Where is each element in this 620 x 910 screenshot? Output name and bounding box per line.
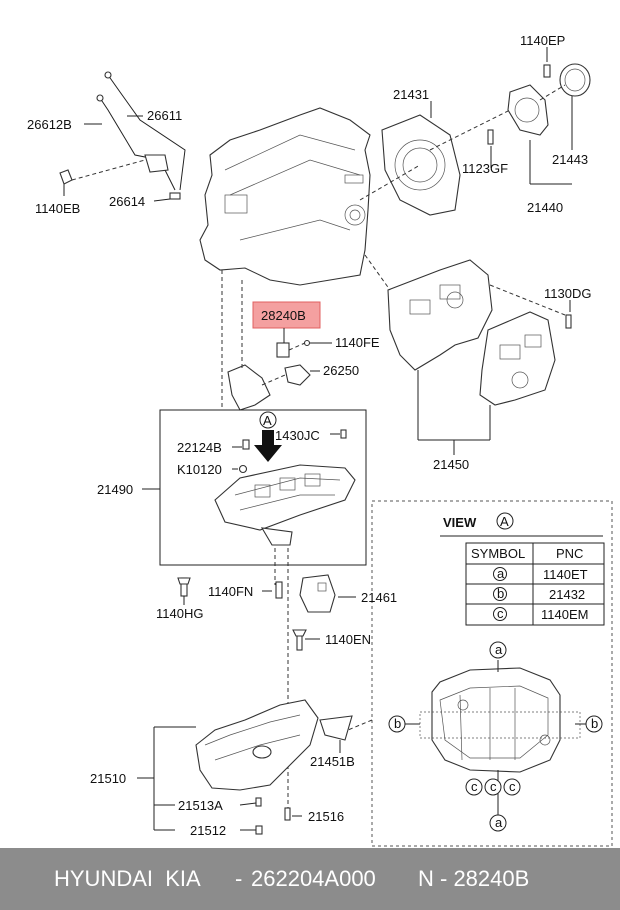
label-1140EP: 1140EP — [520, 33, 565, 48]
baffle-box — [159, 409, 367, 566]
oil-pump-pickup — [227, 339, 311, 411]
label-28240B: 28240B — [261, 308, 306, 323]
footer-bar: HYUNDAI KIA - 262204A000 N - 28240B — [0, 848, 620, 910]
footer-part-number: 262204A000 — [251, 866, 376, 891]
highlight-28240B — [252, 301, 321, 329]
label-1130DG: 1130DG — [544, 286, 591, 301]
callout-left-b: b — [394, 716, 401, 731]
fasteners-mid — [177, 574, 336, 651]
label-22124B: 22124B — [177, 440, 222, 455]
label-21443: 21443 — [552, 152, 588, 167]
view-title: VIEW — [443, 515, 477, 530]
callout-right-b: b — [591, 716, 598, 731]
label-21513A: 21513A — [178, 798, 223, 813]
oil-pan — [195, 699, 353, 835]
label-21440: 21440 — [527, 200, 563, 215]
table-pnc-1140ET: 1140ET — [543, 567, 588, 582]
view-a-table — [440, 512, 605, 626]
callout-c2: c — [490, 779, 497, 794]
view-direction-arrow — [254, 430, 282, 462]
footer-brand: HYUNDAI KIA — [54, 866, 201, 891]
table-symbol-a: a — [497, 566, 505, 581]
ladder-frame — [364, 254, 572, 406]
label-1140HG: 1140HG — [156, 606, 203, 621]
rear-oil-seal-assembly — [359, 63, 591, 216]
label-21510: 21510 — [90, 771, 126, 786]
label-21450: 21450 — [433, 457, 469, 472]
table-header-symbol: SYMBOL — [471, 546, 525, 561]
label-K10120: K10120 — [177, 462, 222, 477]
view-a-baffle-drawing — [419, 667, 581, 773]
label-26611: 26611 — [147, 108, 182, 123]
label-26614: 26614 — [109, 194, 145, 209]
table-header-pnc: PNC — [556, 546, 583, 561]
label-21516: 21516 — [308, 809, 344, 824]
table-symbol-b: b — [497, 586, 504, 601]
callout-top-a: a — [495, 642, 503, 657]
label-1140FN: 1140FN — [208, 584, 253, 599]
table-symbol-c: c — [497, 606, 504, 621]
view-a-box — [371, 500, 613, 847]
callout-c3: c — [509, 779, 516, 794]
table-pnc-1140EM: 1140EM — [541, 607, 588, 622]
engine-block — [199, 107, 371, 286]
label-21451B: 21451B — [310, 754, 355, 769]
footer-pnc: N - 28240B — [418, 866, 530, 891]
label-21490: 21490 — [97, 482, 133, 497]
view-a-callouts — [388, 641, 603, 832]
label-1430JC: 1430JC — [275, 428, 320, 443]
label-view-a: A — [263, 413, 272, 428]
callout-bottom-a: a — [495, 815, 503, 830]
label-1140FE: 1140FE — [335, 335, 380, 350]
table-pnc-21432: 21432 — [549, 587, 585, 602]
label-21431: 21431 — [393, 87, 429, 102]
label-26250: 26250 — [323, 363, 359, 378]
footer-separator: - — [235, 866, 243, 891]
view-title-circle-letter: A — [500, 514, 509, 529]
label-21512: 21512 — [190, 823, 226, 838]
parts-diagram: 1140EP 21431 26612B 26611 1123GF 21443 1… — [27, 33, 613, 847]
label-1140EB: 1140EB — [35, 201, 80, 216]
dipstick-assembly — [59, 71, 186, 200]
label-26612B: 26612B — [27, 117, 72, 132]
label-1140EN: 1140EN — [325, 632, 371, 647]
callout-c1: c — [471, 779, 478, 794]
oil-baffle — [214, 429, 356, 546]
label-1123GF: 1123GF — [462, 161, 508, 176]
label-21461: 21461 — [361, 590, 397, 605]
view-a-circle — [259, 411, 277, 429]
